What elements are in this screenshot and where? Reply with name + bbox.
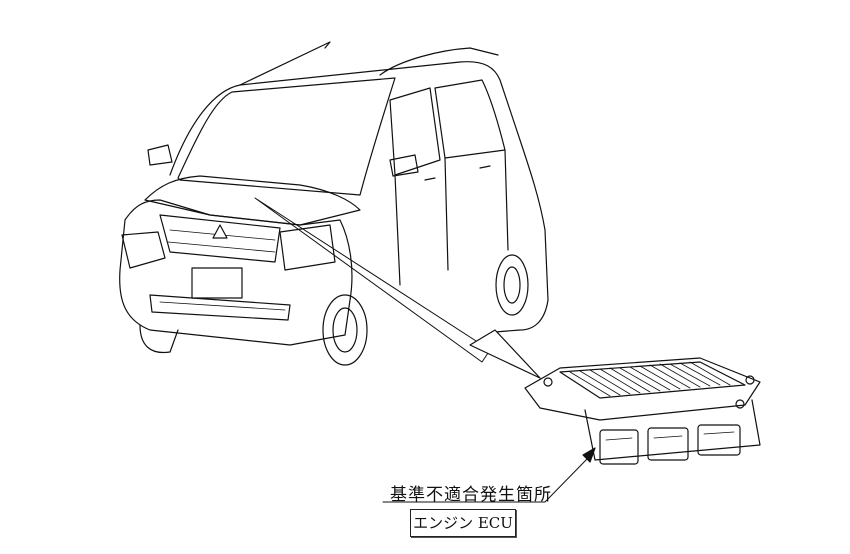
pointer-arrow <box>254 197 541 379</box>
vehicle-illustration <box>119 41 549 366</box>
callout-leader <box>382 447 596 503</box>
defect-location-label: 基準不適合発生箇所 <box>390 485 552 505</box>
part-name-box: エンジン ECU <box>410 509 516 537</box>
engine-ecu-illustration <box>524 357 761 465</box>
